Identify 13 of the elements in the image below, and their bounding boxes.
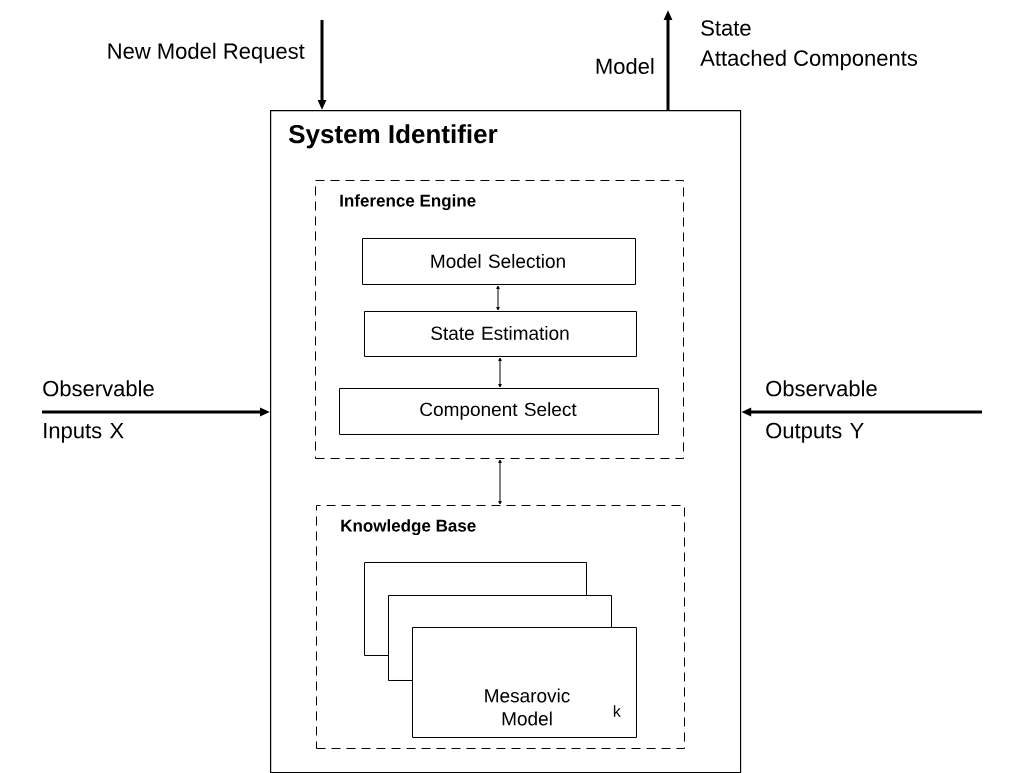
arrow <box>498 357 502 388</box>
arrow <box>498 459 502 505</box>
arrow <box>496 285 500 311</box>
edge-label: Observable Inputs X <box>43 380 154 443</box>
process-box: Model Selection <box>362 238 636 285</box>
edge-label: New Model Request <box>108 42 305 64</box>
output-label: State <box>701 20 751 36</box>
process-box: Component Select <box>339 388 659 435</box>
process-box: State Estimation <box>364 311 637 357</box>
model-card: Mesarovic Model k <box>412 627 637 738</box>
edge-label: Model <box>596 57 654 75</box>
output-label: Attached Components <box>700 49 918 71</box>
edge-label: Observable Outputs Y <box>766 380 877 443</box>
